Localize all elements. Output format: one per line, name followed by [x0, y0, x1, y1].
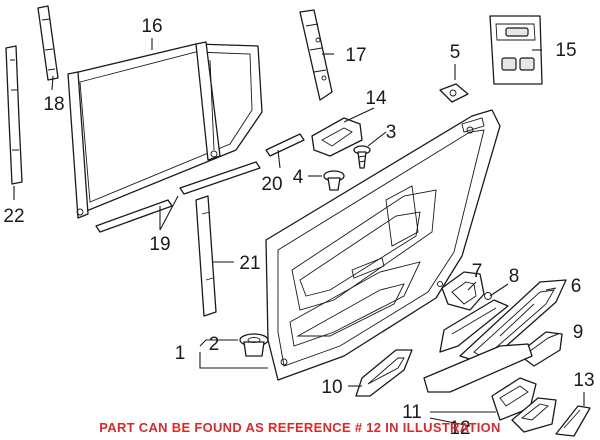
callout-6: 6: [571, 276, 582, 297]
part-13-end-trim[interactable]: [555, 405, 591, 437]
part-7-bracket[interactable]: [441, 271, 492, 311]
callout-7: 7: [472, 261, 483, 282]
callout-15: 15: [555, 40, 576, 61]
part-lower-trim-strip[interactable]: [423, 343, 533, 393]
leader-lines: [13, 38, 585, 427]
callout-14: 14: [365, 88, 387, 109]
callout-2: 2: [209, 334, 220, 355]
callout-21: 21: [239, 253, 260, 274]
callout-11: 11: [402, 402, 422, 423]
part-15-switch-unit[interactable]: [489, 15, 543, 85]
part-2-fastener[interactable]: [239, 333, 269, 357]
part-22-pillar-trim[interactable]: [5, 45, 23, 185]
part-16-door-glass[interactable]: [67, 41, 263, 219]
part-17-pillar-strip[interactable]: [299, 9, 333, 101]
part-21-vertical-strip[interactable]: [195, 195, 217, 317]
part-8-side-trim[interactable]: [439, 299, 509, 353]
part-5-clip[interactable]: [439, 83, 469, 103]
callout-9: 9: [573, 322, 584, 343]
callout-numbers: 1 2 3 4 5 6 7 8 9 10 11 12 13 14 15 16 1…: [3, 16, 594, 439]
part-10-panel-insert[interactable]: [355, 349, 413, 397]
callout-3: 3: [386, 122, 397, 143]
callout-17: 17: [345, 45, 366, 66]
callout-20: 20: [261, 174, 282, 195]
callout-12: 12: [449, 418, 470, 439]
callout-4: 4: [293, 167, 304, 188]
part-19-belt-mouldings[interactable]: [95, 161, 261, 233]
callout-5: 5: [450, 42, 461, 63]
footer-note: PART CAN BE FOUND AS REFERENCE # 12 IN I…: [99, 420, 500, 435]
part-20-trim-piece[interactable]: [265, 133, 305, 157]
part-14-handle-bezel[interactable]: [311, 117, 363, 157]
part-1-door-panel[interactable]: [265, 109, 501, 381]
callout-16: 16: [141, 16, 162, 37]
callout-19: 19: [149, 234, 170, 255]
callout-1: 1: [175, 343, 186, 364]
part-3-screw[interactable]: [353, 145, 371, 169]
callout-8: 8: [509, 266, 520, 287]
part-18-channel-strip[interactable]: [37, 5, 59, 81]
part-4-push-clip[interactable]: [323, 170, 345, 191]
callout-18: 18: [43, 94, 64, 115]
callout-13: 13: [573, 370, 594, 391]
callout-22: 22: [3, 206, 24, 227]
part-12-switch-assembly[interactable]: [511, 397, 557, 433]
callout-10: 10: [321, 377, 342, 398]
